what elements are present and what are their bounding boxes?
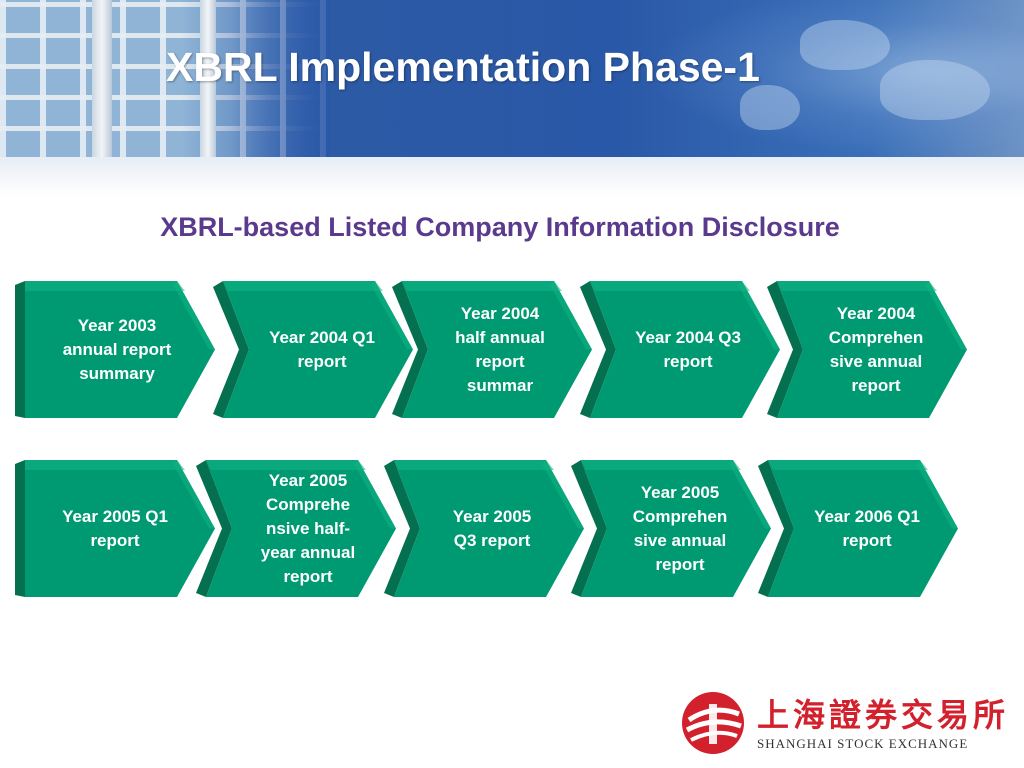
chevron-top-shape (590, 281, 750, 291)
chevron-face-shape (777, 281, 967, 418)
chevron-top-shape (402, 281, 562, 291)
chevron-bevel-shape (173, 281, 215, 350)
process-step-label: Year 2005 Comprehe nsive half-year annua… (260, 470, 356, 586)
process-step-label: Year 2004 Q3 report (635, 327, 741, 371)
chevron-bevel-shape (371, 281, 413, 350)
chevron-bevel-shape (916, 460, 958, 529)
process-step: Year 2004 Q1 report (213, 281, 413, 418)
header-banner: XBRL Implementation Phase-1 (0, 0, 1024, 157)
chevron-side-shape (571, 460, 607, 597)
chevron-face-shape (394, 460, 584, 597)
chevron-side-shape (758, 460, 794, 597)
process-step: Year 2005 Comprehen sive annual report (571, 460, 771, 597)
chevron-top-shape (25, 281, 185, 291)
process-step: Year 2004 Comprehen sive annual report (767, 281, 967, 418)
chevron-top-shape (25, 460, 185, 470)
world-map-graphic (644, 0, 1024, 157)
process-step-label: Year 2003 annual report summary (62, 315, 172, 383)
chevron-face-shape (25, 460, 215, 597)
process-step-label: Year 2004 half annual report summar (455, 303, 545, 395)
process-step: Year 2005 Comprehe nsive half-year annua… (196, 460, 396, 597)
chevron-face-shape (768, 460, 958, 597)
chevron-bevel-shape (738, 281, 780, 350)
chevron-face-shape (223, 281, 413, 418)
chevron-top-shape (394, 460, 554, 470)
header-shadow-strip (0, 157, 1024, 197)
slide-title: XBRL Implementation Phase-1 (166, 44, 760, 90)
chevron-side-shape (392, 281, 428, 418)
chevron-side-shape (213, 281, 249, 418)
chevron-bevel-shape (729, 460, 771, 529)
chevron-side-shape (196, 460, 232, 597)
chevron-bevel-shape (925, 281, 967, 350)
chevron-top-shape (206, 460, 366, 470)
chevron-side-shape (384, 460, 420, 597)
chevron-face-shape (206, 460, 396, 597)
process-step-label: Year 2004 Q1 report (269, 327, 375, 371)
chevron-top-shape (777, 281, 937, 291)
chevron-side-shape (15, 281, 25, 418)
chevron-top-shape (768, 460, 928, 470)
chevron-side-shape (767, 281, 803, 418)
slide-subtitle: XBRL-based Listed Company Information Di… (160, 212, 840, 242)
chevron-face-shape (25, 281, 215, 418)
process-step-label: Year 2005 Q1 report (62, 506, 168, 550)
chevron-bevel-shape (550, 281, 592, 350)
process-step: Year 2004 Q3 report (580, 281, 780, 418)
process-step-label: Year 2005 Comprehen sive annual report (632, 482, 728, 574)
process-step: Year 2005 Q3 report (384, 460, 584, 597)
process-step: Year 2004 half annual report summar (392, 281, 592, 418)
chevron-top-shape (223, 281, 383, 291)
sse-emblem-icon (682, 692, 744, 754)
chevron-face-shape (402, 281, 592, 418)
chevron-bevel-shape (354, 460, 396, 529)
process-step-label: Year 2006 Q1 report (814, 506, 920, 550)
chevron-face-shape (590, 281, 780, 418)
chevron-face-shape (581, 460, 771, 597)
chevron-top-shape (581, 460, 741, 470)
chevron-bevel-shape (173, 460, 215, 529)
chevron-side-shape (580, 281, 616, 418)
process-step: Year 2003 annual report summary (15, 281, 215, 418)
logo-chinese-name: 上海證券交易所 (757, 696, 1010, 734)
sse-logo: 上海證券交易所 SHANGHAI STOCK EXCHANGE (679, 690, 1019, 760)
process-step-label: Year 2005 Q3 report (452, 506, 532, 550)
chevron-side-shape (15, 460, 25, 597)
process-step: Year 2005 Q1 report (15, 460, 215, 597)
process-step: Year 2006 Q1 report (758, 460, 958, 597)
chevron-bevel-shape (542, 460, 584, 529)
logo-english-name: SHANGHAI STOCK EXCHANGE (757, 736, 969, 751)
process-step-label: Year 2004 Comprehen sive annual report (828, 303, 924, 395)
